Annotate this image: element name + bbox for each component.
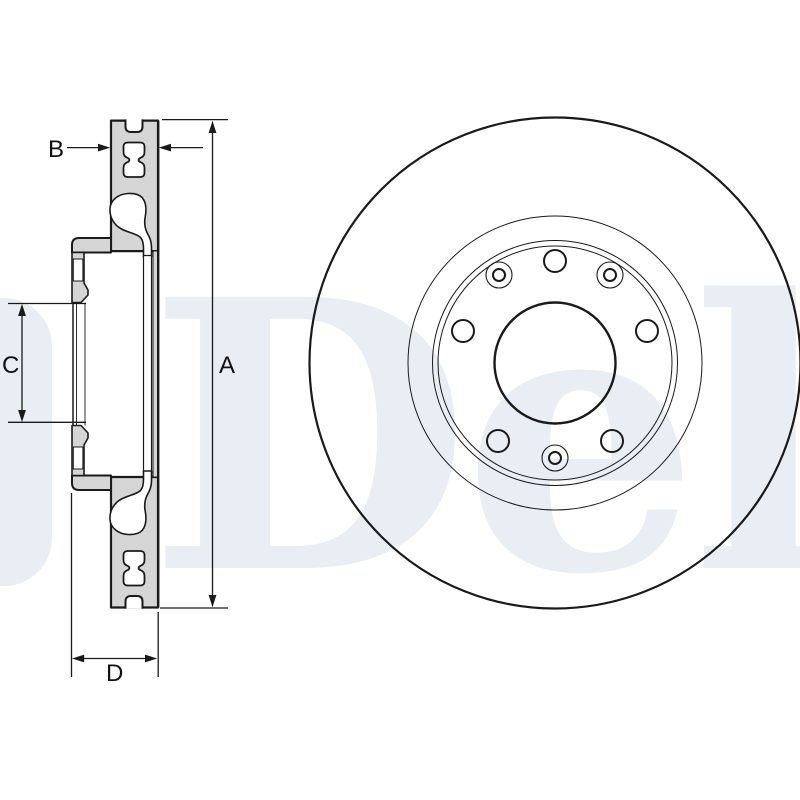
dimension-label-c: C: [2, 352, 19, 379]
front-view: [308, 116, 800, 610]
hat-rim-inner-circle: [437, 245, 673, 481]
arrowhead-up: [18, 303, 26, 316]
dimension-labels: A B C D: [2, 136, 235, 687]
section-voids: [72, 119, 153, 609]
dimension-label-a: A: [219, 352, 235, 379]
dimension-c: [8, 302, 86, 423]
vent-slot-bottom-fill: [125, 596, 143, 609]
bolt-hole: [600, 429, 624, 453]
vent-channel-mouth-bottom: [109, 470, 153, 536]
hat-rim-outer-circle: [432, 240, 678, 486]
dimension-label-b: B: [48, 136, 64, 163]
vent-slot-top-fill: [125, 119, 143, 132]
bolt-hole: [451, 319, 475, 343]
hat-flange-lower: [71, 474, 112, 491]
hat-flange-upper: [71, 237, 112, 254]
centre-bore-circle: [493, 301, 617, 425]
dimension-a: [160, 118, 228, 609]
vent-hole-dogbone-bottom: [122, 550, 146, 587]
locating-screw-holes: [485, 261, 624, 472]
arrowhead-down: [208, 595, 217, 608]
centre-bore-edges: [72, 302, 86, 426]
screw-hole: [541, 444, 569, 472]
vent-slot-top: [124, 119, 144, 133]
bolt-hole: [486, 429, 510, 453]
mounting-hole-lower-section: [72, 446, 84, 470]
arrowhead-up: [208, 120, 217, 133]
dimensions: [8, 118, 228, 677]
section-view: [71, 119, 160, 609]
arrowhead-left: [158, 143, 171, 152]
disc-outer-circle: [308, 116, 800, 610]
mounting-hole-upper-section: [72, 258, 84, 282]
wheel-bolt-holes: [451, 249, 659, 453]
screw-hole: [596, 261, 624, 289]
watermark-logo-text: Delphi: [148, 219, 800, 656]
arrowhead-right: [145, 654, 158, 663]
dimension-b: [67, 143, 203, 152]
arrowhead-right: [98, 143, 111, 152]
arrowhead-left: [72, 654, 85, 663]
screw-hole: [485, 261, 513, 289]
vent-hole-dogbone-top: [122, 141, 146, 178]
watermark-letter-fragment: [0, 298, 52, 586]
vent-slot-bottom: [124, 595, 144, 609]
friction-surface-inner-circle: [407, 215, 703, 511]
dimension-label-d: D: [106, 660, 123, 687]
bolt-hole: [635, 319, 659, 343]
bolt-hole: [543, 249, 567, 273]
vent-channel: [142, 254, 153, 474]
arrowhead-down: [18, 410, 26, 422]
dimension-d: [70, 493, 159, 677]
